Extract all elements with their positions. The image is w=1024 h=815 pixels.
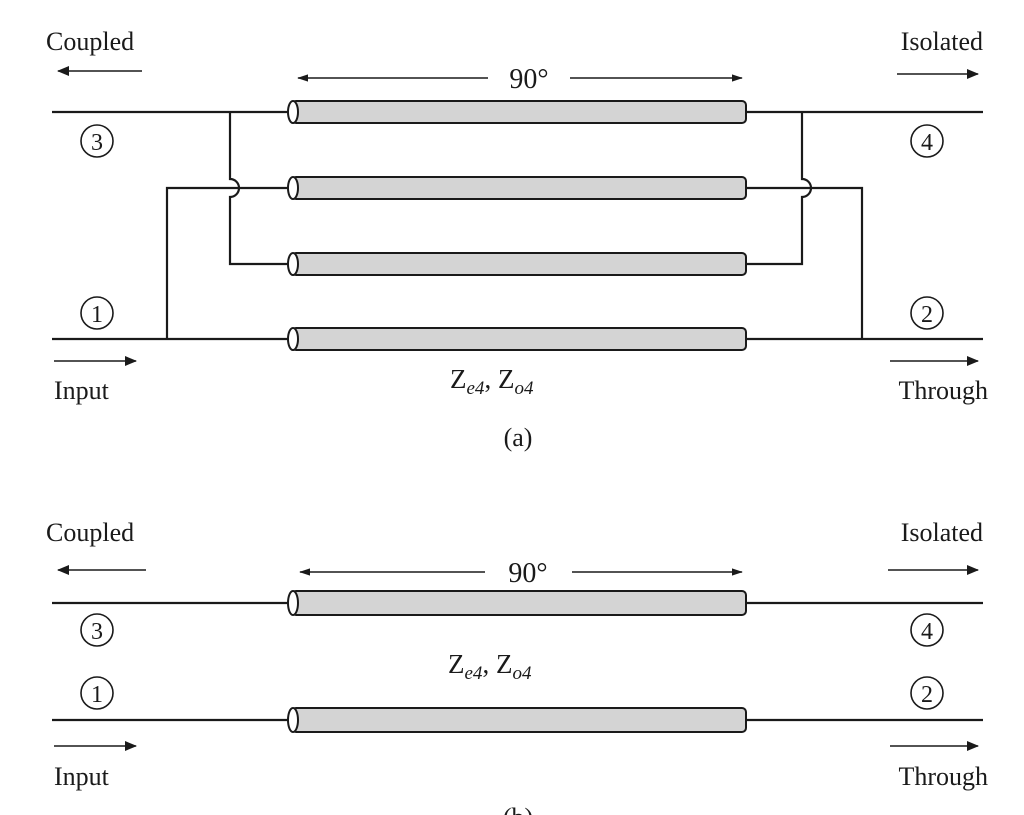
port-4-label: 4 [921, 130, 933, 156]
port-3-label: 3 [91, 130, 103, 156]
port-4-badge-b: 4 [910, 613, 944, 647]
coupled-line-4 [287, 327, 747, 351]
port-2-badge-b: 2 [910, 676, 944, 710]
length-label: 90° [509, 64, 548, 95]
caption-b: (b) [503, 803, 533, 815]
port-3-badge: 3 [80, 124, 114, 158]
caption-a: (a) [504, 423, 533, 452]
impedance-label-b: Ze4, Zo4 [448, 649, 532, 684]
port-2-label-b: 2 [921, 682, 933, 708]
coupled-line-bottom-b [287, 707, 747, 733]
coupled-line-2 [287, 176, 747, 200]
isolated-label-b: Isolated [901, 518, 983, 547]
port-1-badge-b: 1 [80, 676, 114, 710]
impedance-label: Ze4, Zo4 [450, 364, 534, 399]
input-label-b: Input [54, 762, 110, 791]
wiring-a [52, 110, 983, 341]
through-label-b: Through [898, 762, 988, 791]
port-2-label: 2 [921, 302, 933, 328]
length-label-b: 90° [508, 558, 547, 589]
port-3-label-b: 3 [91, 619, 103, 645]
isolated-label: Isolated [901, 27, 983, 56]
figure-a: Coupled Isolated 90° [46, 27, 988, 452]
coupled-line-top-b [287, 590, 747, 616]
through-label: Through [898, 376, 988, 405]
port-1-badge: 1 [80, 296, 114, 330]
port-4-label-b: 4 [921, 619, 933, 645]
port-1-label-b: 1 [91, 682, 103, 708]
port-3-badge-b: 3 [80, 613, 114, 647]
coupled-line-3 [287, 252, 747, 276]
coupled-label: Coupled [46, 27, 134, 56]
port-4-badge: 4 [910, 124, 944, 158]
coupled-label-b: Coupled [46, 518, 134, 547]
figure-b: Coupled Isolated 90° 3 4 [46, 518, 988, 815]
port-1-label: 1 [91, 302, 103, 328]
port-2-badge: 2 [910, 296, 944, 330]
coupled-line-1 [287, 100, 747, 124]
input-label: Input [54, 376, 110, 405]
wiring-b [52, 601, 983, 722]
